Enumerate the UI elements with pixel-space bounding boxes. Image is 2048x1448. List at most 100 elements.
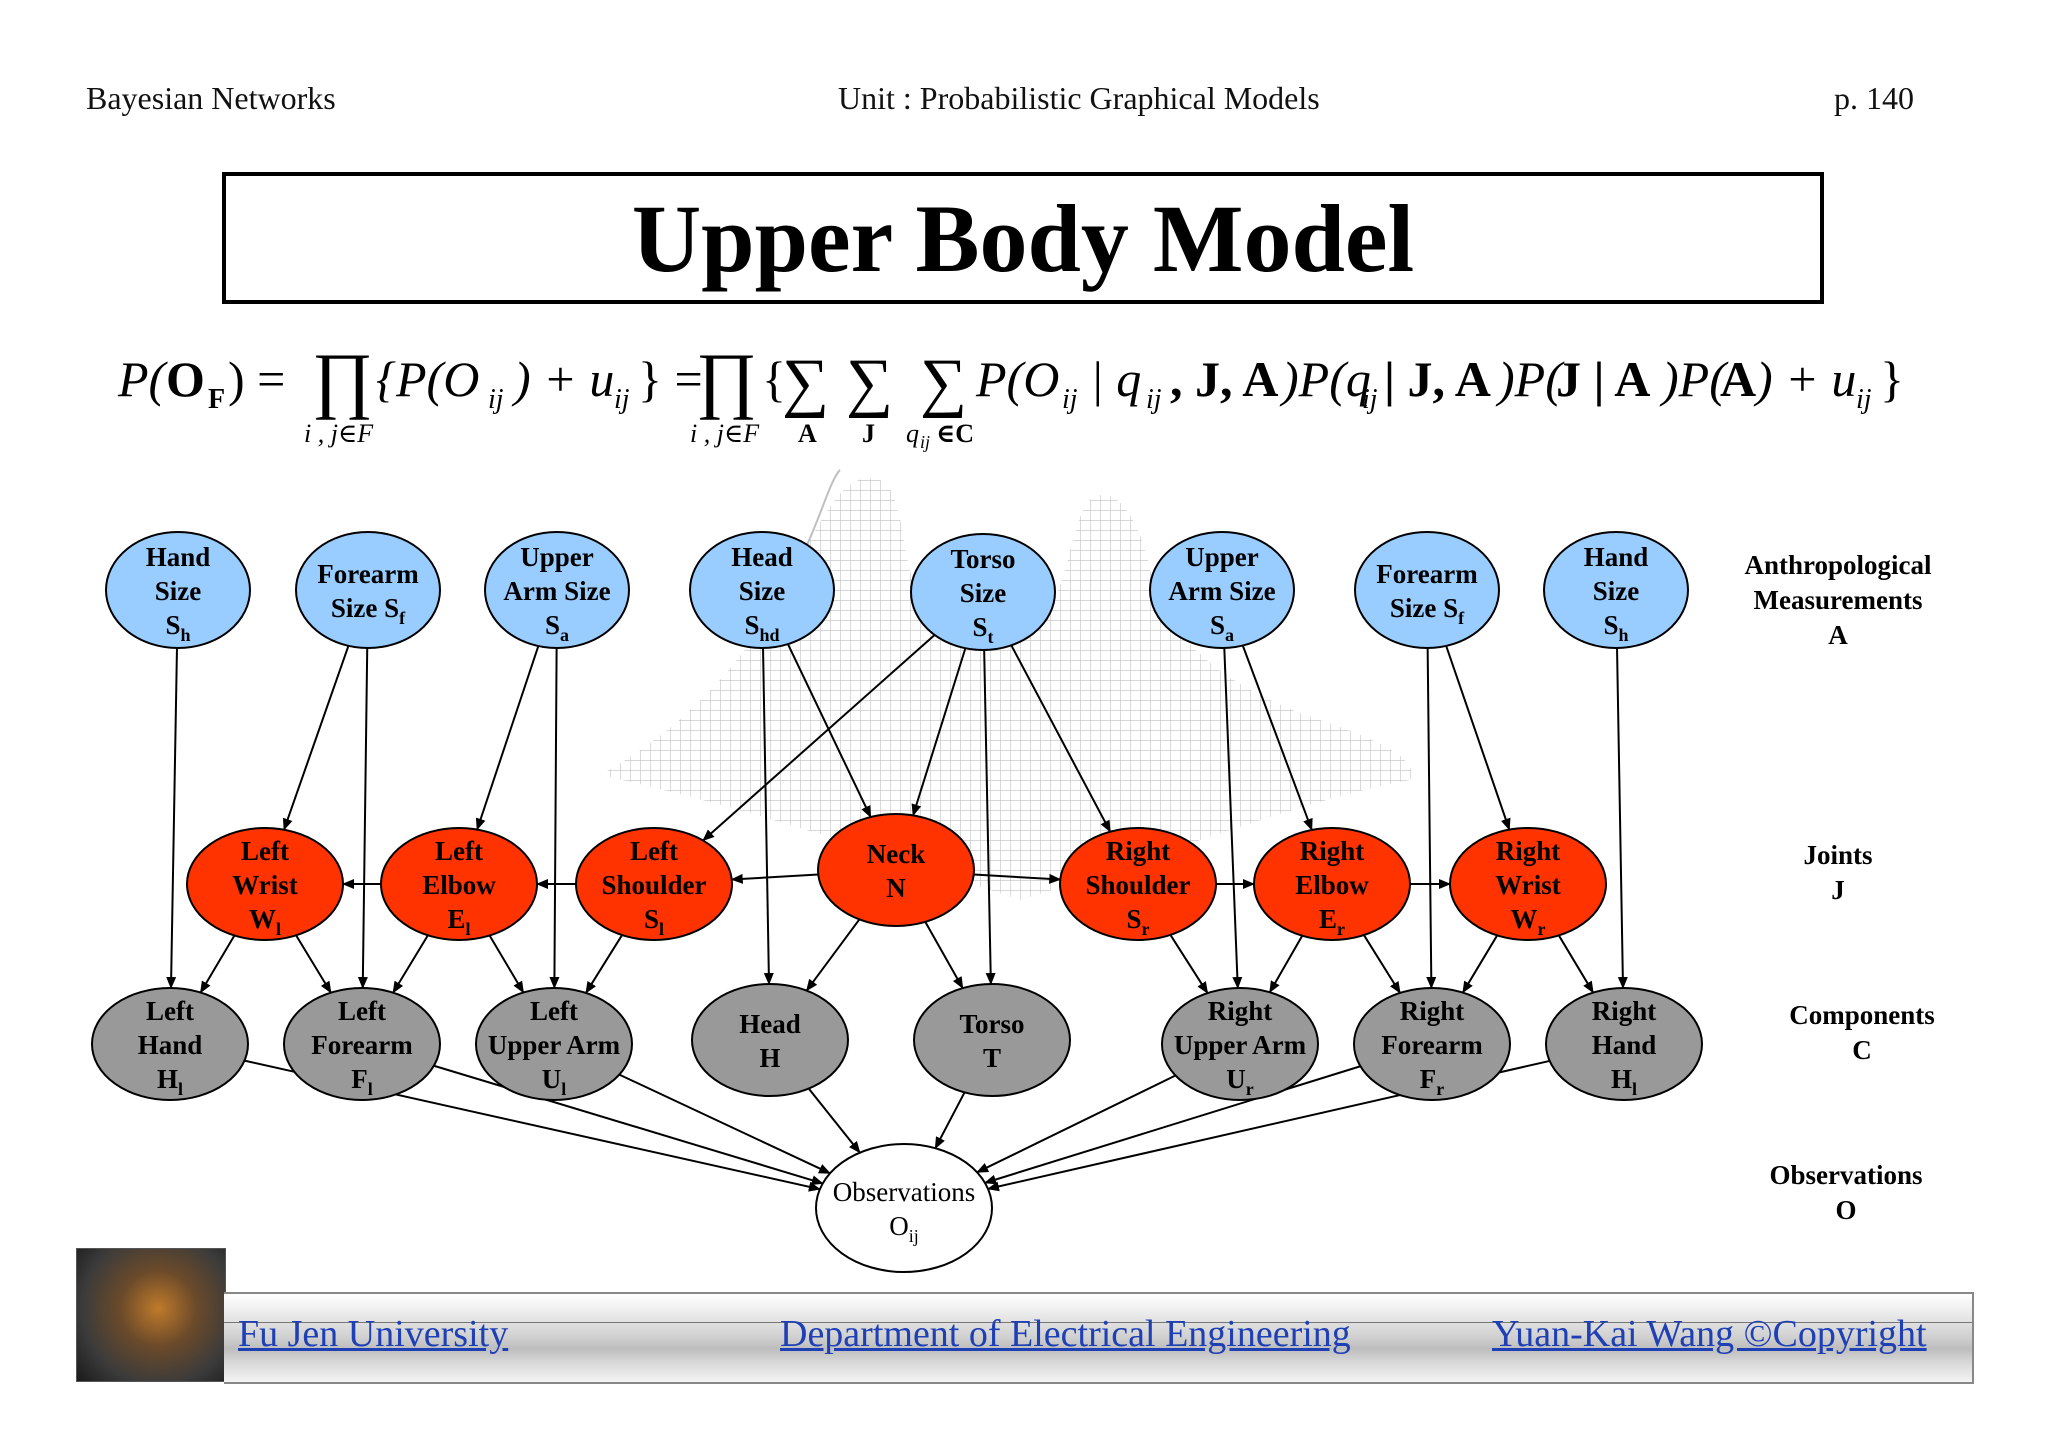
node-ellipse-c3	[475, 987, 633, 1101]
node-label-c8-2: Hl	[1611, 1064, 1637, 1099]
node-label-c2-0: Left	[338, 996, 386, 1026]
edge-j7-to-c8	[1558, 934, 1594, 994]
node-ellipse-m5	[910, 533, 1056, 651]
edge-m2-to-j1	[282, 645, 350, 831]
node-ellipse-j3	[575, 827, 733, 941]
node-label-m2-1: Size Sf	[331, 593, 406, 628]
edge-j3-to-c3	[585, 934, 623, 994]
edge-m4-to-j4	[786, 643, 872, 818]
node-ellipse-c7	[1353, 987, 1511, 1101]
node-label-c6-2: Ur	[1226, 1064, 1254, 1099]
node-label-m6-1: Arm Size	[1168, 576, 1275, 606]
node-label-j2-2: El	[447, 904, 470, 939]
edge-j1-to-c1	[199, 935, 236, 994]
node-ellipse-j4	[817, 813, 975, 927]
node-label-c1-1: Hand	[138, 1030, 203, 1060]
node-ellipse-c6	[1161, 987, 1319, 1101]
node-label-m3-2: Sa	[545, 610, 569, 645]
footer-copyright-link[interactable]: Yuan-Kai Wang ©Copyright	[1492, 1313, 1927, 1355]
edge-j4-to-j5	[973, 873, 1062, 884]
svg-text:i , j∈F: i , j∈F	[690, 419, 760, 448]
svg-text:)P(: )P(	[1659, 351, 1729, 407]
node-label-j5-0: Right	[1106, 836, 1171, 866]
edge-c2-to-o	[433, 1064, 824, 1186]
svg-text:∑: ∑	[846, 346, 893, 419]
svg-text:)P(: )P(	[1495, 351, 1565, 407]
node-label-c3-1: Upper Arm	[488, 1030, 621, 1060]
edge-c6-to-o	[976, 1074, 1176, 1174]
layer-label-1-0: Joints	[1803, 840, 1872, 870]
node-label-m5-2: St	[972, 612, 993, 647]
node-label-j6-0: Right	[1300, 836, 1365, 866]
node-ellipse-c1	[91, 987, 249, 1101]
edge-c7-to-o	[983, 1065, 1361, 1185]
edge-m8-to-c8	[1616, 647, 1628, 990]
layer-label-2-1: C	[1852, 1035, 1872, 1065]
edge-m5-to-j3	[702, 634, 936, 842]
layer-label-0-1: Measurements	[1754, 585, 1923, 615]
node-label-m4-2: Shd	[744, 610, 779, 645]
node-label-m6-2: Sa	[1210, 610, 1234, 645]
node-ellipse-j1	[186, 827, 344, 941]
node-ellipse-o	[815, 1143, 993, 1273]
svg-text:∏: ∏	[696, 339, 757, 421]
node-label-j4-1: N	[886, 873, 906, 903]
node-label-m8-0: Hand	[1584, 542, 1649, 572]
edge-j1-to-c2	[295, 934, 332, 994]
node-label-j1-2: Wl	[249, 904, 281, 939]
node-label-m2-0: Forearm	[317, 559, 419, 589]
node-ellipse-m8	[1543, 531, 1689, 649]
node-label-c2-2: Fl	[351, 1064, 373, 1099]
edge-m5-to-j4	[911, 647, 967, 817]
layer-label-1-1: J	[1831, 875, 1845, 905]
node-label-o-1: Oij	[889, 1211, 919, 1246]
svg-text:q: q	[906, 419, 919, 448]
header-left: Bayesian Networks	[86, 80, 336, 116]
node-ellipse-m3	[484, 531, 630, 649]
svg-text:ij: ij	[1362, 384, 1378, 415]
node-label-m3-1: Arm Size	[503, 576, 610, 606]
node-label-j6-2: Er	[1319, 904, 1345, 939]
svg-text:i , j∈F: i , j∈F	[304, 419, 374, 448]
svg-text:ij: ij	[1062, 384, 1078, 415]
footer-university-link[interactable]: Fu Jen University	[238, 1313, 509, 1355]
node-ellipse-m6	[1149, 531, 1295, 649]
svg-text:) + u: ) + u	[1753, 351, 1856, 407]
edge-m7-to-j7	[1445, 645, 1511, 831]
svg-text:∑: ∑	[920, 346, 967, 419]
node-label-j7-2: Wr	[1511, 904, 1546, 939]
node-ellipse-m4	[689, 531, 835, 649]
footer-department-link[interactable]: Department of Electrical Engineering	[780, 1313, 1351, 1355]
svg-text:ij: ij	[488, 384, 504, 415]
edge-c4-to-o	[807, 1087, 861, 1154]
node-label-m8-2: Sh	[1603, 610, 1628, 645]
edge-m7-to-c7	[1426, 647, 1437, 990]
svg-text:ij: ij	[614, 384, 630, 415]
svg-text:J: J	[862, 419, 875, 448]
node-ellipse-m7	[1354, 531, 1500, 649]
node-label-j3-0: Left	[630, 836, 678, 866]
edge-m6-to-c6	[1223, 647, 1243, 990]
edge-j6-to-c7	[1363, 934, 1401, 994]
svg-text:O: O	[166, 351, 205, 407]
university-logo-image	[76, 1248, 226, 1382]
node-label-m4-0: Head	[731, 542, 793, 572]
node-label-j6-1: Elbow	[1295, 870, 1369, 900]
edge-j4-to-c4	[805, 918, 861, 992]
node-ellipse-m2	[295, 531, 441, 649]
edge-m3-to-c3	[549, 647, 560, 990]
layer-label-2-0: Components	[1789, 1000, 1935, 1030]
